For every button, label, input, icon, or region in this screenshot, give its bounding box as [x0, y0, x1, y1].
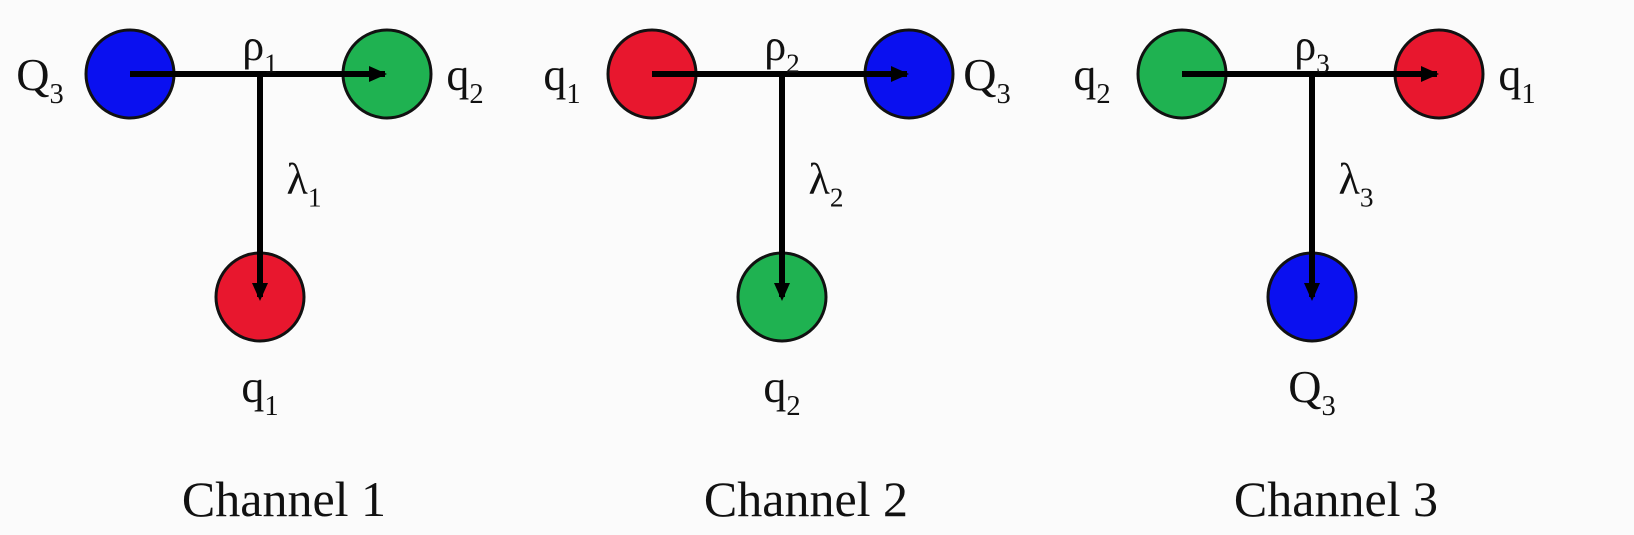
rho-label: ρ2 — [764, 21, 800, 78]
arrowhead-right-icon — [891, 66, 909, 82]
arrowhead-down-icon — [1304, 283, 1320, 301]
bottom-particle-label: q1 — [241, 361, 278, 422]
left-particle-label: Q3 — [16, 49, 64, 110]
arrowhead-right-icon — [1421, 66, 1439, 82]
bottom-particle-label: q2 — [763, 361, 800, 422]
bottom-particle-label: Q3 — [1288, 361, 1336, 422]
right-particle-label: q1 — [1498, 49, 1535, 110]
arrowhead-right-icon — [369, 66, 387, 82]
rho-label: ρ3 — [1294, 21, 1330, 78]
left-particle-label: q2 — [1073, 49, 1110, 110]
arrowhead-down-icon — [252, 283, 268, 301]
rho-label: ρ1 — [242, 21, 278, 78]
channel-title: Channel 1 — [182, 471, 386, 527]
lambda-label: λ2 — [809, 155, 844, 212]
right-particle-label: Q3 — [963, 49, 1011, 110]
left-particle-label: q1 — [543, 49, 580, 110]
channel-title: Channel 2 — [704, 471, 908, 527]
lambda-label: λ1 — [287, 155, 322, 212]
lambda-label: λ3 — [1339, 155, 1374, 212]
channel-title: Channel 3 — [1234, 471, 1438, 527]
right-particle-label: q2 — [446, 49, 483, 110]
arrowhead-down-icon — [774, 283, 790, 301]
